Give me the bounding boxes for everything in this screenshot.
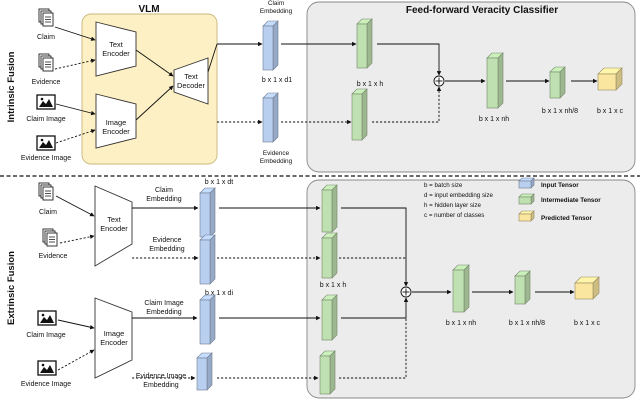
svg-text:Evidence: Evidence [263, 150, 290, 157]
svg-text:Embedding: Embedding [149, 246, 185, 253]
bottom-hidden-evidence-tensor [321, 232, 338, 279]
note-c: c = number of classes [424, 212, 484, 219]
legend-intermediate-swatch [518, 193, 535, 205]
classifier-box-top [306, 1, 636, 173]
evidence-document-icon-bottom [42, 228, 58, 247]
svg-text:Evidence Image: Evidence Image [136, 373, 186, 380]
svg-text:Embedding: Embedding [146, 196, 182, 203]
svg-text:b x 1 x h: b x 1 x h [320, 282, 347, 289]
svg-text:b x 1 x nh/8: b x 1 x nh/8 [509, 320, 545, 327]
svg-text:b x 1 x nh: b x 1 x nh [446, 320, 476, 327]
top-input-evidence: Evidence [32, 79, 61, 86]
top-input-evidence-image: Evidence Image [21, 155, 71, 162]
classifier-box-bottom [306, 179, 636, 399]
bottom-claim-embedding-tensor [199, 187, 216, 238]
svg-text:Embedding: Embedding [146, 309, 182, 316]
svg-text:Encoder: Encoder [102, 49, 130, 58]
svg-text:Encoder: Encoder [100, 224, 128, 233]
svg-text:Evidence: Evidence [153, 237, 182, 244]
top-input-claim-image: Claim Image [26, 116, 65, 123]
claim-image-icon [36, 94, 56, 110]
bottom-hidden-claim-image-tensor [321, 294, 338, 341]
top-reduced-tensor [549, 66, 566, 99]
top-text-encoder [95, 21, 137, 77]
svg-text:Claim Image: Claim Image [144, 300, 183, 307]
svg-text:b x 1 x di: b x 1 x di [205, 290, 233, 297]
legend-predicted-swatch [518, 210, 535, 222]
note-d: d = input embedding size [424, 192, 494, 199]
top-hidden-evidence-tensor [351, 88, 368, 141]
svg-text:Evidence: Evidence [39, 253, 68, 260]
bottom-text-encoder [94, 185, 133, 267]
tensor-layer [196, 18, 623, 395]
evidence-document-icon [38, 53, 54, 72]
bottom-reduced-tensor [514, 270, 531, 305]
svg-text:Evidence Image: Evidence Image [21, 381, 71, 388]
svg-text:Text: Text [184, 72, 198, 81]
svg-text:b x 1 x nh/8: b x 1 x nh/8 [542, 108, 578, 115]
claim-document-icon [38, 8, 54, 27]
svg-text:Embedding: Embedding [260, 158, 293, 165]
note-h: h = hidden layer size [424, 202, 481, 209]
top-claim-dim: b x 1 x d1 [262, 77, 292, 84]
bottom-hidden-evidence-image-tensor [319, 350, 336, 395]
svg-text:Decoder: Decoder [177, 81, 205, 90]
svg-text:b x 1 x c: b x 1 x c [574, 320, 601, 327]
legend-input-swatch [518, 177, 535, 189]
bottom-image-encoder [94, 297, 133, 379]
svg-text:Image: Image [104, 329, 125, 338]
bottom-evidence-image-embedding-tensor [196, 352, 213, 391]
svg-text:b x 1 x h: b x 1 x h [357, 81, 384, 88]
svg-text:b x 1 x nh: b x 1 x nh [479, 116, 509, 123]
svg-text:Encoder: Encoder [100, 338, 128, 347]
svg-text:Encoder: Encoder [102, 127, 130, 136]
legend-intermediate-label: Intermediate Tensor [541, 197, 601, 204]
svg-text:Claim: Claim [268, 0, 284, 7]
legend-predicted-label: Predicted Tensor [541, 215, 593, 222]
evidence-image-icon [36, 135, 56, 151]
svg-text:Image: Image [106, 118, 127, 127]
claim-image-icon-bottom [37, 310, 57, 326]
svg-text:Claim Image: Claim Image [26, 332, 65, 339]
top-hidden-claim-tensor [356, 18, 373, 69]
claim-document-icon-bottom [38, 182, 54, 201]
top-text-decoder [173, 57, 209, 105]
svg-text:b x 1 x c: b x 1 x c [597, 108, 624, 115]
top-evidence-embedding-tensor [262, 92, 279, 143]
svg-text:Embedding: Embedding [143, 382, 179, 389]
classifier-title: Feed-forward Veracity Classifier [406, 5, 558, 16]
svg-text:Claim: Claim [155, 187, 173, 194]
svg-text:Text: Text [109, 40, 123, 49]
top-input-claim: Claim [37, 34, 55, 41]
bottom-evidence-embedding-tensor [199, 234, 216, 285]
svg-text:Text: Text [107, 215, 121, 224]
top-output-tensor [597, 67, 623, 91]
top-image-encoder [95, 93, 137, 149]
bottom-concat-tensor [452, 264, 470, 313]
bottom-output-tensor [574, 276, 600, 300]
top-claim-embedding-tensor [262, 20, 279, 71]
svg-text:Embedding: Embedding [260, 8, 293, 15]
svg-text:Claim: Claim [39, 209, 57, 216]
evidence-image-icon-bottom [37, 360, 57, 376]
top-concat-operator [433, 75, 445, 87]
legend-input-label: Input Tensor [541, 182, 579, 189]
bottom-claim-image-embedding-tensor [199, 294, 216, 345]
bottom-hidden-claim-tensor [321, 184, 338, 233]
intrinsic-fusion-label: Intrinsic Fusion [6, 51, 17, 122]
vlm-title: VLM [138, 4, 159, 15]
top-concat-tensor [486, 52, 504, 109]
bottom-concat-operator [400, 286, 412, 298]
note-b: b = batch size [424, 182, 463, 189]
svg-text:b x 1 x dt: b x 1 x dt [205, 179, 233, 186]
extrinsic-fusion-label: Extrinsic Fusion [6, 251, 17, 325]
